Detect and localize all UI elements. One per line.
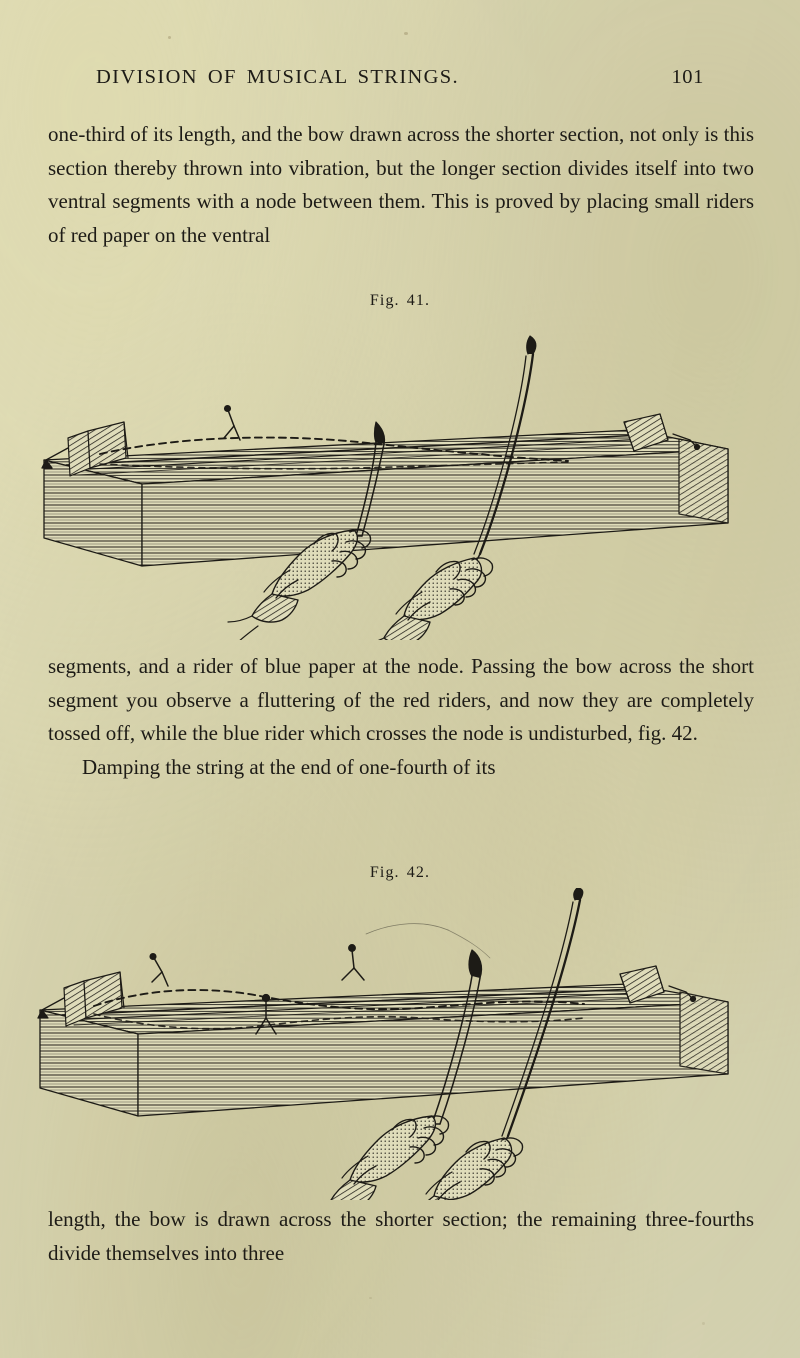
running-head: DIVISION OF MUSICAL STRINGS. 101 (96, 66, 704, 89)
paragraph: one-third of its length, and the bow dra… (48, 122, 754, 247)
paragraph: length, the bow is drawn across the shor… (48, 1207, 754, 1265)
body-text-bottom: length, the bow is drawn across the shor… (48, 1203, 754, 1270)
figure-caption-number: 41. (406, 292, 431, 309)
figure-41-illustration (28, 318, 772, 640)
figure-42-caption: Fig. 42. (0, 864, 800, 882)
paragraph: Damping the string at the end of one-fou… (82, 754, 496, 779)
body-text-top: one-third of its length, and the bow dra… (48, 118, 754, 252)
figure-41-caption: Fig. 41. (0, 292, 800, 310)
paper-speck (369, 1297, 372, 1299)
figure-caption-number: 42. (406, 864, 431, 881)
page-title: DIVISION OF MUSICAL STRINGS. (96, 66, 460, 88)
figure-caption-label: Fig. (369, 292, 400, 309)
figure-caption-label: Fig. (369, 864, 400, 881)
paper-speck (702, 1322, 705, 1325)
figure-42-illustration (28, 888, 772, 1200)
body-text-middle: segments, and a rider of blue paper at t… (48, 650, 754, 784)
paragraph: segments, and a rider of blue paper at t… (48, 654, 754, 746)
paper-speck (168, 36, 171, 39)
page-number: 101 (671, 66, 704, 88)
paper-speck (404, 32, 408, 35)
